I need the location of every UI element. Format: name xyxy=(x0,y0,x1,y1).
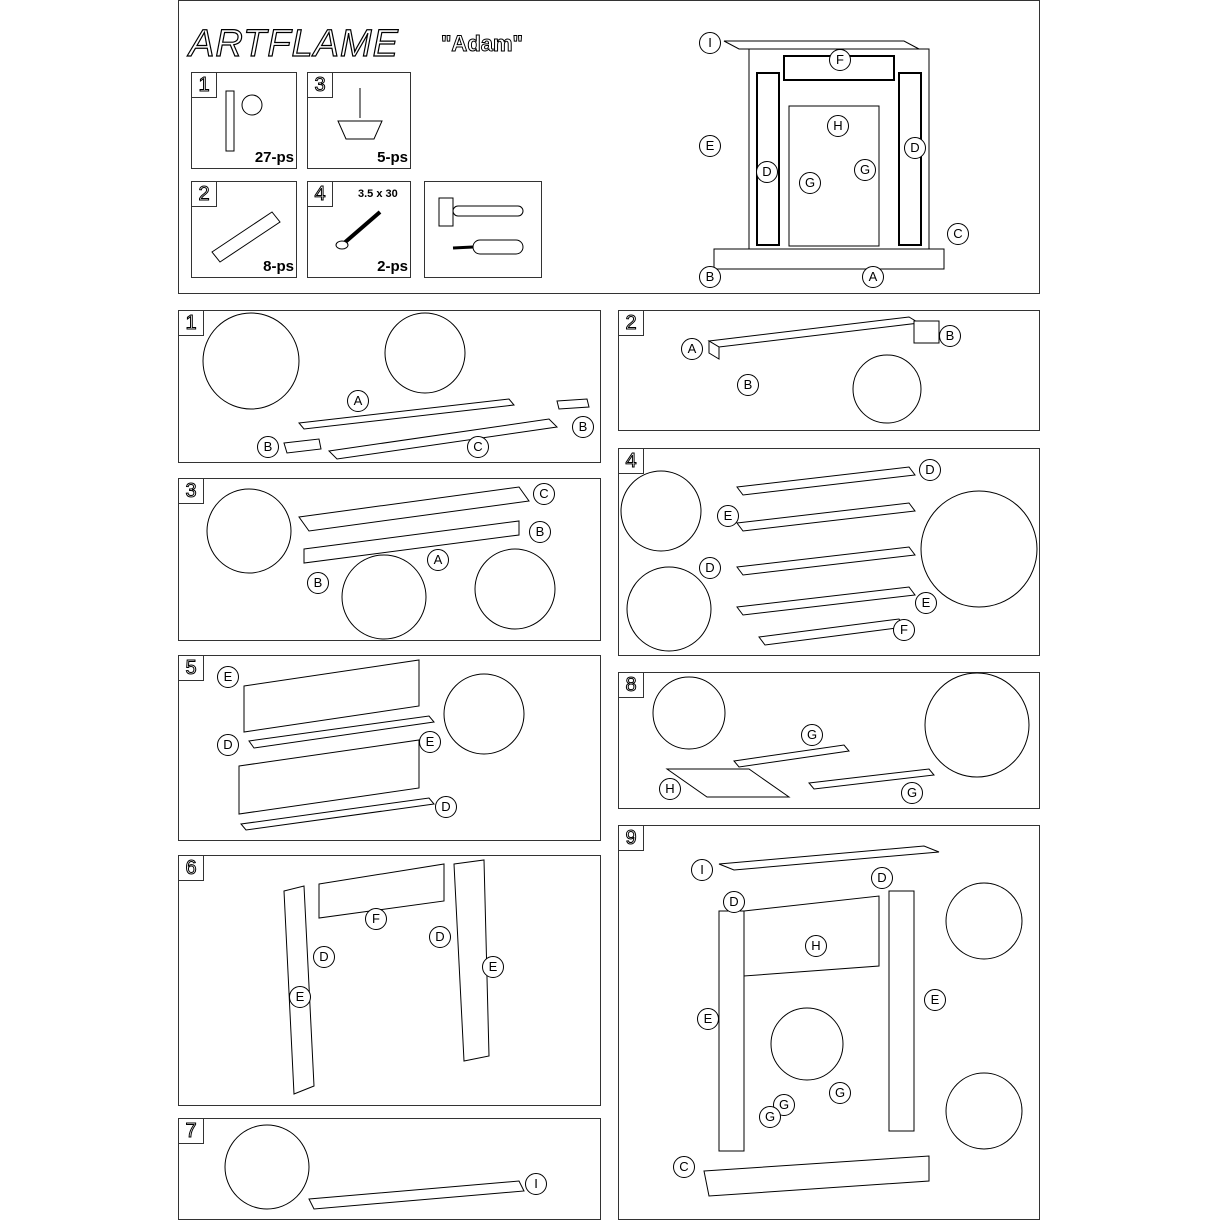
part-label: B xyxy=(257,436,279,458)
part-label: D xyxy=(723,891,745,913)
part-label: I xyxy=(691,859,713,881)
part-label: F xyxy=(829,49,851,71)
part-label: A xyxy=(862,266,884,288)
part-qty: 5-ps xyxy=(377,149,408,166)
part-label: A xyxy=(681,338,703,360)
part-label: G xyxy=(854,159,876,181)
part-label: B xyxy=(699,266,721,288)
step-number: 5 xyxy=(179,656,204,681)
part-label: E xyxy=(419,731,441,753)
part-label: C xyxy=(947,223,969,245)
part-label: E xyxy=(697,1008,719,1030)
part-label: G xyxy=(829,1082,851,1104)
part-label: E xyxy=(915,592,937,614)
part-label: F xyxy=(365,908,387,930)
part-label: B xyxy=(737,374,759,396)
brand-logo: ARTFLAME xyxy=(188,22,400,65)
part-number: 1 xyxy=(192,73,217,98)
part-label: D xyxy=(217,734,239,756)
model-name: "Adam" xyxy=(441,31,524,57)
part-label: D xyxy=(435,796,457,818)
part-qty: 8-ps xyxy=(263,258,294,275)
cam-bolt-and-lock-icon xyxy=(225,90,263,152)
screw-icon xyxy=(335,210,382,250)
step-9-panel: 9 I D D H E E G G G C xyxy=(618,825,1040,1220)
part-label: E xyxy=(717,505,739,527)
part-1: 1 27-ps xyxy=(191,72,297,169)
part-label: B xyxy=(529,521,551,543)
part-label: E xyxy=(482,956,504,978)
part-label: F xyxy=(893,619,915,641)
part-label: D xyxy=(871,867,893,889)
part-label: C xyxy=(673,1156,695,1178)
fireplace-overview-drawing xyxy=(713,40,945,270)
step-9-drawing xyxy=(703,845,1023,1197)
part-number: 4 xyxy=(308,182,333,207)
part-label: E xyxy=(699,135,721,157)
part-label: B xyxy=(572,416,594,438)
part-label: I xyxy=(699,32,721,54)
part-label: H xyxy=(827,115,849,137)
part-label: D xyxy=(699,557,721,579)
part-label: B xyxy=(939,325,961,347)
tools-box xyxy=(424,181,542,278)
part-label: D xyxy=(313,946,335,968)
hammer-and-screwdriver-icon xyxy=(438,197,524,255)
step-6-panel: 6 F D D E E xyxy=(178,855,601,1106)
part-label: C xyxy=(533,483,555,505)
part-label: G xyxy=(759,1106,781,1128)
step-1-panel: 1 A B C B xyxy=(178,310,601,463)
step-5-drawing xyxy=(238,659,525,831)
step-3-panel: 3 C B A B xyxy=(178,478,601,641)
furniture-glide-nail-icon xyxy=(337,88,383,140)
step-6-drawing xyxy=(283,859,490,1095)
part-label: D xyxy=(904,137,926,159)
part-3: 3 5-ps xyxy=(307,72,411,169)
step-8-panel: 8 G H G xyxy=(618,672,1040,809)
step-2-drawing xyxy=(707,316,940,424)
part-label: D xyxy=(756,161,778,183)
step-7-panel: 7 I xyxy=(178,1118,601,1220)
step-1-drawing xyxy=(202,312,590,460)
step-5-panel: 5 E D E D xyxy=(178,655,601,841)
part-label: H xyxy=(659,778,681,800)
part-label: D xyxy=(429,926,451,948)
part-label: G xyxy=(801,724,823,746)
part-4: 4 3.5 x 30 2-ps xyxy=(307,181,411,278)
wooden-dowel-icon xyxy=(211,211,281,263)
step-4-drawing xyxy=(620,466,1038,652)
part-label: H xyxy=(805,935,827,957)
part-label: B xyxy=(307,572,329,594)
part-label: E xyxy=(924,989,946,1011)
step-number: 6 xyxy=(179,856,204,881)
step-number: 8 xyxy=(619,673,644,698)
step-number: 7 xyxy=(179,1119,204,1144)
step-number: 4 xyxy=(619,449,644,474)
part-number: 3 xyxy=(308,73,333,98)
step-number: 2 xyxy=(619,311,644,336)
part-label: C xyxy=(467,436,489,458)
step-3-drawing xyxy=(206,486,556,640)
step-number: 1 xyxy=(179,311,204,336)
step-number: 3 xyxy=(179,479,204,504)
part-qty: 27-ps xyxy=(254,149,294,166)
header-panel: ARTFLAME "Adam" 1 27-ps 3 5-ps 2 8-ps 4 … xyxy=(178,0,1040,294)
part-label: E xyxy=(217,666,239,688)
step-number: 9 xyxy=(619,826,644,851)
step-4-panel: 4 D E D E F xyxy=(618,448,1040,656)
step-7-drawing xyxy=(224,1124,525,1210)
part-label: G xyxy=(901,782,923,804)
step-2-panel: 2 A B B xyxy=(618,310,1040,431)
part-label: I xyxy=(525,1173,547,1195)
part-label: E xyxy=(289,986,311,1008)
part-number: 2 xyxy=(192,182,217,207)
part-2: 2 8-ps xyxy=(191,181,297,278)
part-label: D xyxy=(919,459,941,481)
screw-size: 3.5 x 30 xyxy=(358,188,398,200)
part-label: A xyxy=(347,390,369,412)
part-label: G xyxy=(799,172,821,194)
part-qty: 2-ps xyxy=(377,258,408,275)
part-label: A xyxy=(427,549,449,571)
step-8-drawing xyxy=(652,672,1030,798)
